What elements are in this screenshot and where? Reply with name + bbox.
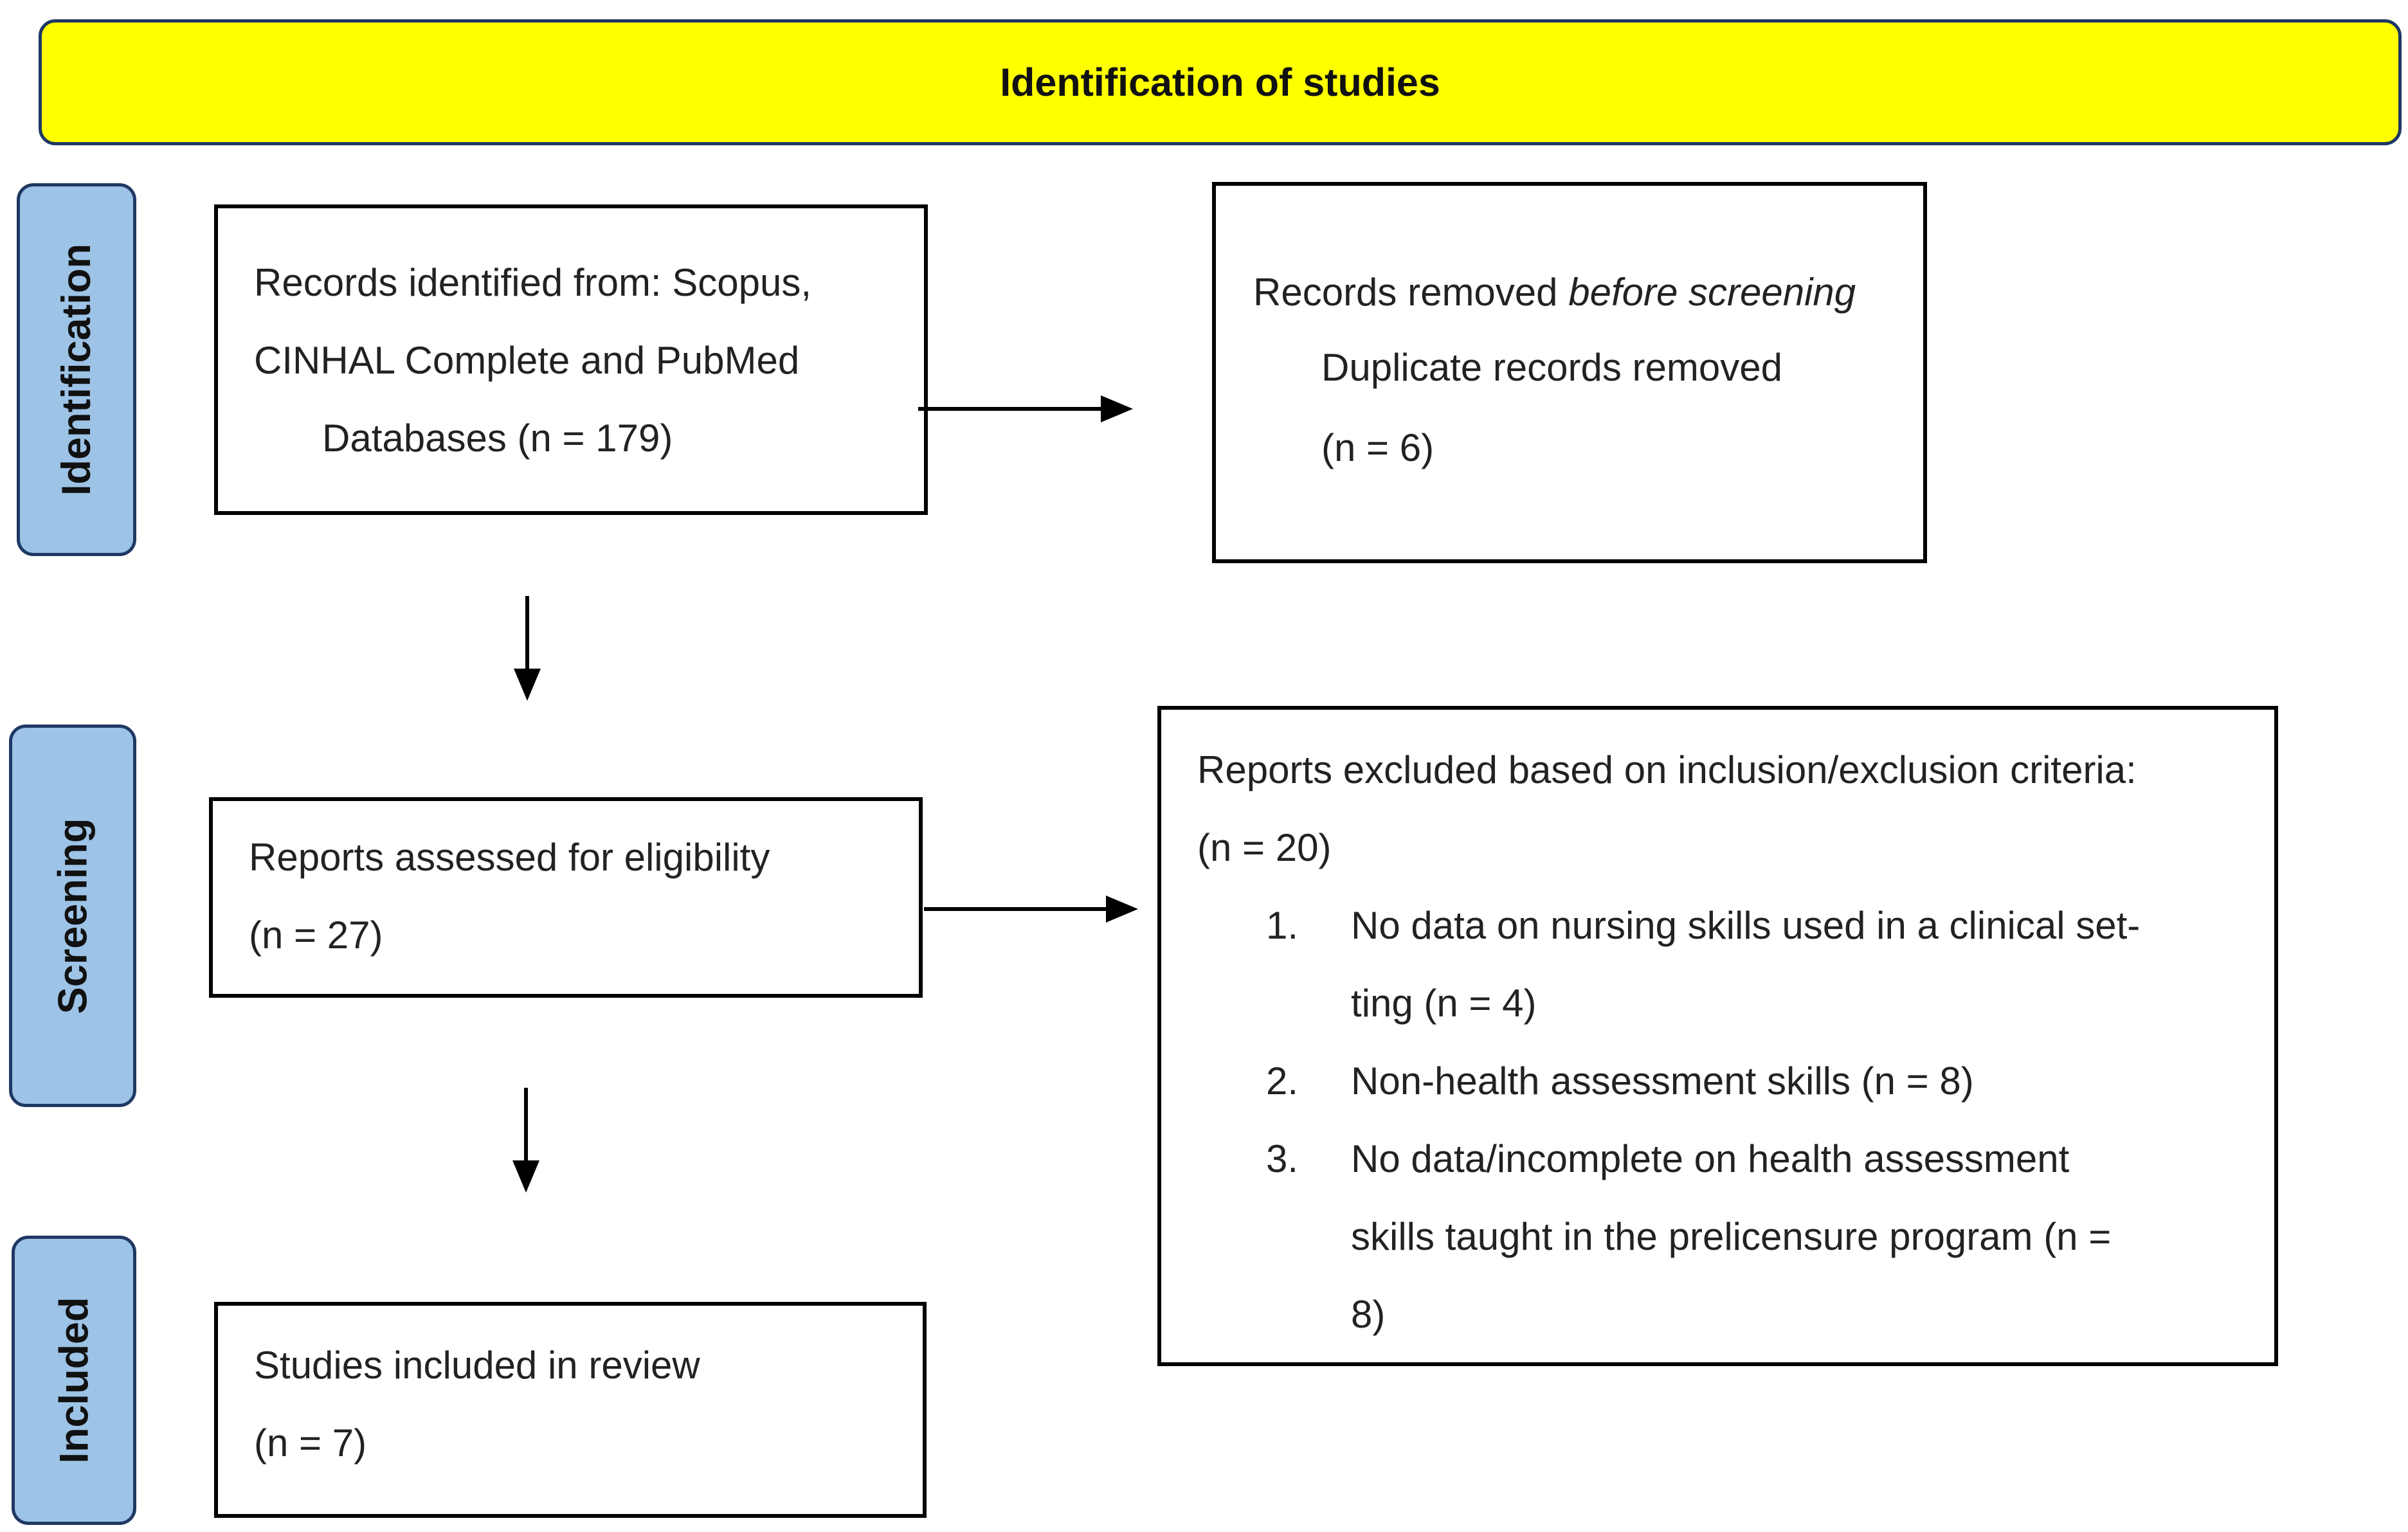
reports-assessed-line-2: (n = 27)	[249, 914, 383, 957]
header-title: Identification of studies	[1000, 60, 1440, 104]
exclusion-number-2: 2.	[1266, 1059, 1299, 1103]
studies-included-line-1: Studies included in review	[254, 1344, 700, 1387]
arrowhead-records-to-assessed	[514, 669, 541, 701]
arrowhead-records-to-removed	[1101, 395, 1133, 422]
reports-excluded-box: Reports excluded based on inclusion/excl…	[1157, 706, 2278, 1366]
records-removed-line-2: Duplicate records removed	[1321, 346, 1782, 389]
stage-included: Included	[12, 1236, 136, 1525]
records-identified-line-2: CINHAL Complete and PubMed	[254, 339, 800, 382]
exclusion-reason-1-line-2: ting (n = 4)	[1351, 982, 1537, 1025]
exclusion-reason-3-line-1: No data/incomplete on health assessment	[1351, 1137, 2070, 1180]
exclusion-number-3: 3.	[1266, 1137, 1299, 1180]
stage-identification: Identification	[17, 183, 136, 556]
records-removed-title: Records removed before screening	[1253, 269, 1856, 316]
reports-assessed-line-1: Reports assessed for eligibility	[249, 836, 770, 879]
exclusion-reason-3-line-3: 8)	[1351, 1293, 1386, 1336]
reports-excluded-line-1: Reports excluded based on inclusion/excl…	[1197, 748, 2137, 791]
reports-assessed-box: Reports assessed for eligibility (n = 27…	[209, 797, 923, 998]
exclusion-reason-2-line-1: Non-health assessment skills (n = 8)	[1351, 1059, 1974, 1103]
records-removed-box: Records removed before screening Duplica…	[1212, 182, 1927, 563]
exclusion-reason-3-line-2: skills taught in the prelicensure progra…	[1351, 1215, 2112, 1258]
records-removed-title-italic: before screening	[1568, 271, 1856, 314]
arrowhead-assessed-to-included	[512, 1160, 539, 1193]
exclusion-reason-1-line-1: No data on nursing skills used in a clin…	[1351, 904, 2141, 947]
records-identified-box: Records identified from: Scopus, CINHAL …	[214, 204, 928, 515]
records-identified-line-3: Databases (n = 179)	[322, 417, 673, 460]
studies-included-box: Studies included in review (n = 7)	[214, 1302, 927, 1518]
studies-included-line-2: (n = 7)	[254, 1421, 367, 1464]
records-removed-line-3: (n = 6)	[1321, 426, 1435, 469]
exclusion-number-1: 1.	[1266, 904, 1299, 947]
records-identified-line-1: Records identified from: Scopus,	[254, 261, 812, 304]
header-bar: Identification of studies	[39, 19, 2402, 145]
arrowhead-assessed-to-excluded	[1106, 896, 1138, 923]
stage-screening: Screening	[9, 725, 136, 1107]
records-removed-title-prefix: Records removed	[1253, 271, 1569, 314]
reports-excluded-line-2: (n = 20)	[1197, 826, 1332, 869]
